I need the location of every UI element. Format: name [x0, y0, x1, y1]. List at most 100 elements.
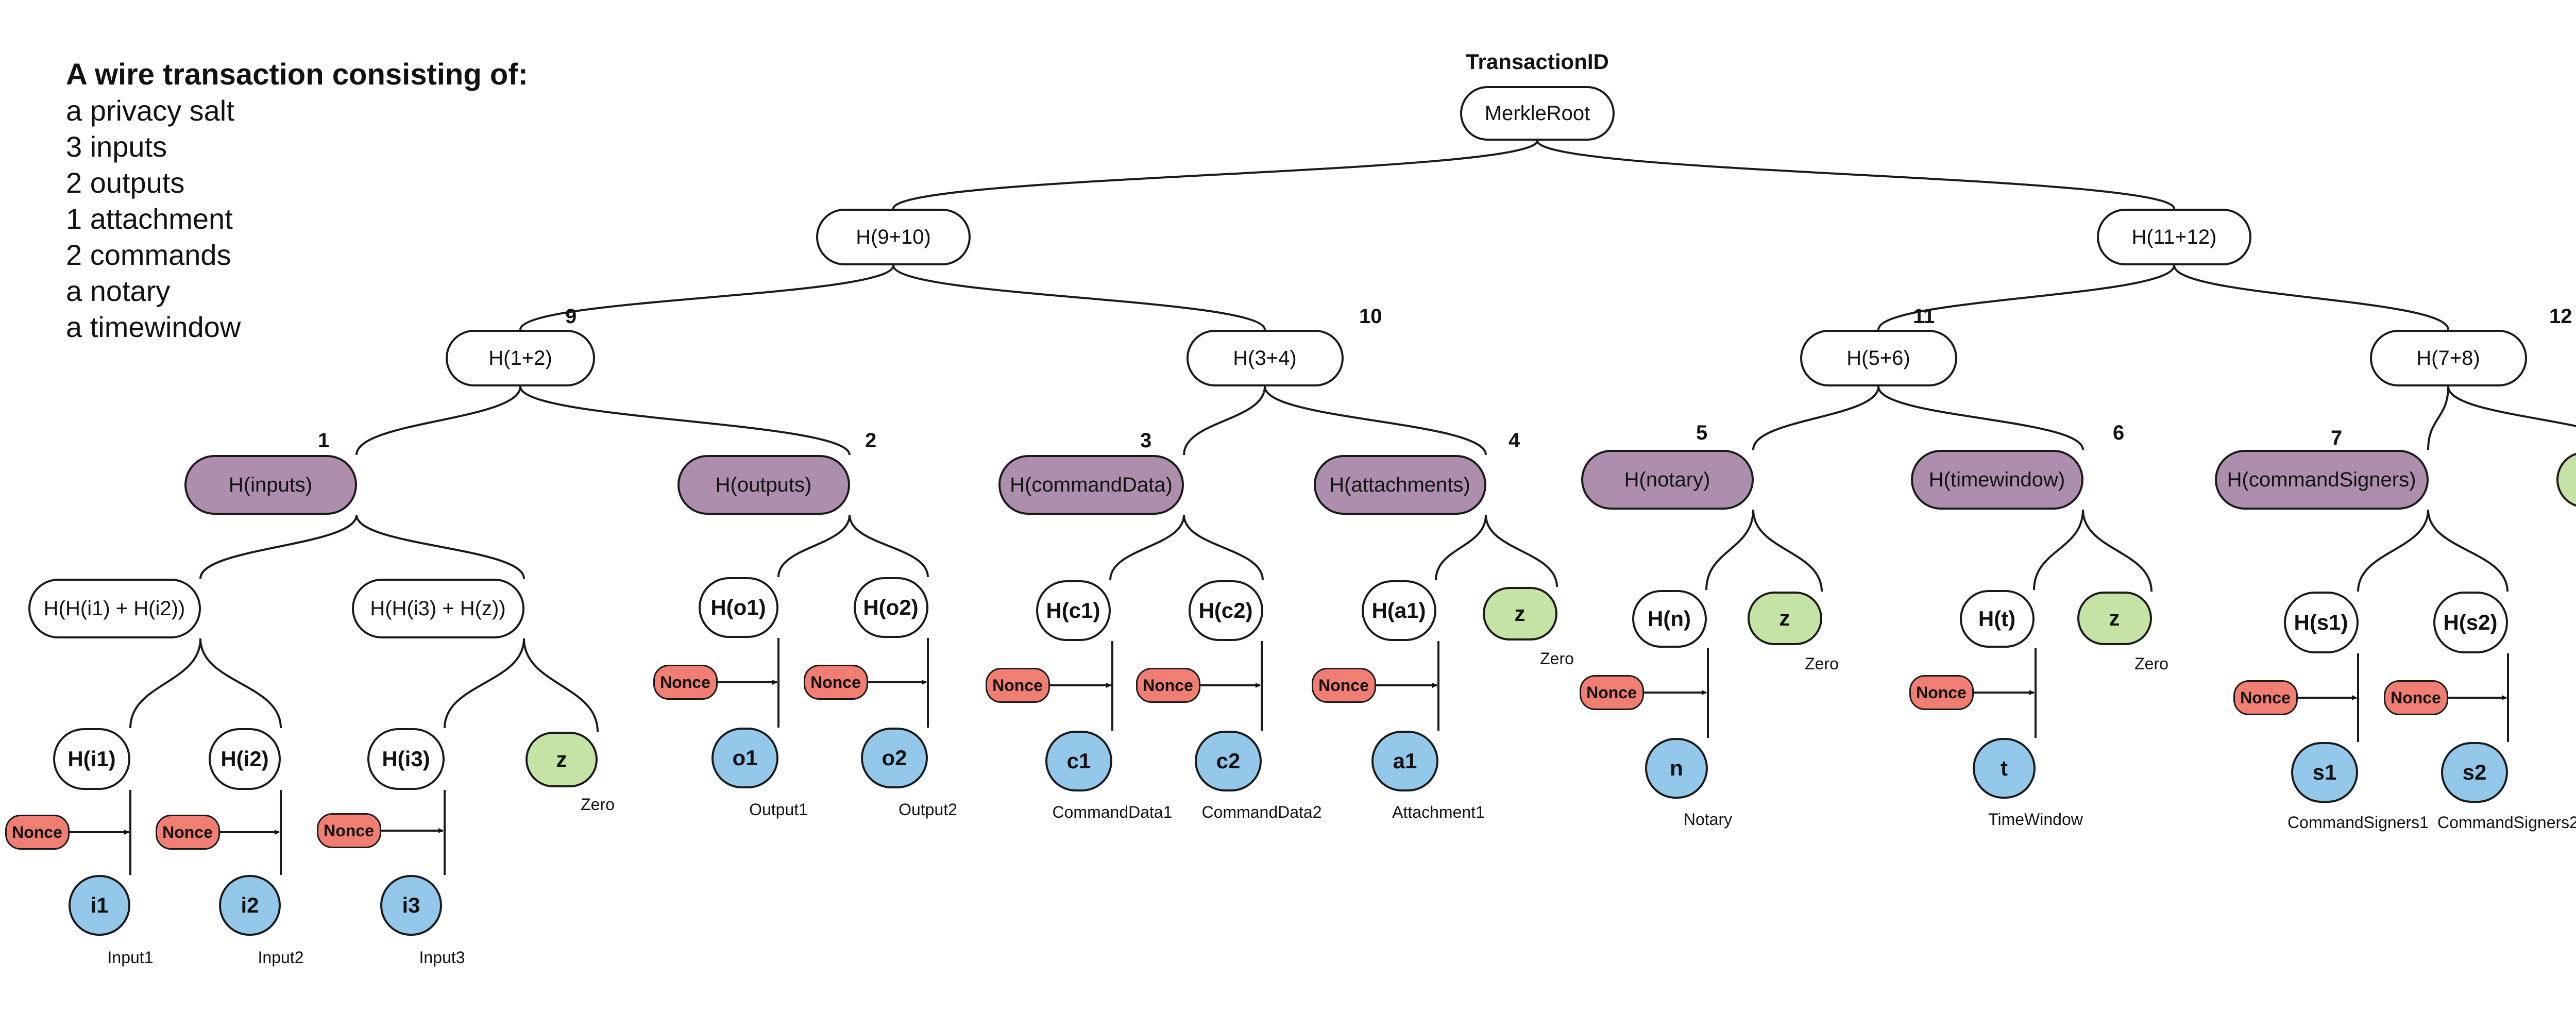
h-3-4-node: H(3+4)	[1186, 330, 1344, 386]
leaf-label-zero: Zero	[1805, 654, 1839, 673]
tree-edge	[777, 514, 851, 578]
h-s1-node: H(s1)	[2283, 592, 2359, 653]
nonce-box: Nonce	[155, 815, 220, 850]
leaf-label-input3: Input3	[419, 948, 465, 967]
h-n-node: H(n)	[1632, 590, 1707, 648]
description-item: 3 inputs	[66, 130, 167, 163]
h-inputs-node: H(inputs)	[184, 455, 357, 515]
leaf-label-notary: Notary	[1683, 810, 1733, 829]
nonce-box: Nonce	[1311, 668, 1376, 703]
h-c1-node: H(c1)	[1036, 580, 1111, 641]
tree-edge	[1877, 265, 2175, 330]
tree-edge	[199, 638, 282, 729]
merkle-root-node: MerkleRoot	[1460, 86, 1615, 141]
tree-edge	[519, 265, 894, 330]
i3-leaf-node: i3	[380, 875, 442, 936]
nonce-box: Nonce	[5, 815, 70, 850]
h-i3-z-node: H(H(i3) + H(z))	[351, 579, 524, 638]
t-leaf-node: t	[1973, 738, 2036, 799]
position-number-12: 12	[2549, 305, 2572, 328]
tree-edge	[444, 638, 525, 729]
position-number-10: 10	[1359, 305, 1382, 328]
tree-edge	[2173, 265, 2449, 330]
h-i2-node: H(i2)	[209, 728, 281, 790]
nonce-box: Nonce	[2383, 680, 2448, 715]
position-number-2: 2	[865, 429, 877, 452]
tree-edge	[892, 265, 1266, 330]
tree-edge	[2033, 509, 2084, 591]
leaf-label-zero: Zero	[2134, 654, 2168, 673]
a1-leaf-node: a1	[1371, 731, 1438, 791]
tree-edge	[129, 638, 201, 729]
leaf-label-time-window: TimeWindow	[1988, 810, 2083, 829]
tree-edge	[355, 514, 525, 579]
tree-edge	[1705, 509, 1754, 591]
tree-edge	[2357, 509, 2429, 592]
tree-edge	[1752, 509, 1823, 592]
h-7-8-node: H(7+8)	[2369, 330, 2527, 386]
h-i1-i2-node: H(H(i1) + H(i2))	[28, 579, 201, 638]
description-heading: A wire transaction consisting of:	[66, 58, 528, 91]
description-item: 2 commands	[66, 239, 231, 271]
tree-edge	[892, 140, 1538, 209]
tree-edge	[1435, 514, 1487, 581]
tree-edge	[199, 514, 358, 579]
position-number-6: 6	[2113, 422, 2125, 444]
tree-edge	[2427, 386, 2449, 450]
h-s2-node: H(s2)	[2433, 592, 2508, 653]
position-number-9: 9	[565, 305, 577, 328]
h-c2-node: H(c2)	[1188, 580, 1263, 641]
i2-leaf-node: i2	[219, 875, 281, 936]
s2-leaf-node: s2	[2441, 742, 2508, 803]
tree-edge	[1264, 386, 1487, 456]
nonce-box: Nonce	[316, 813, 381, 848]
leaf-label-output2: Output2	[899, 800, 957, 819]
h-attachments-node: H(attachments)	[1313, 455, 1486, 515]
zero-leaf-node: z	[1747, 592, 1822, 645]
tree-edge	[1752, 386, 1879, 450]
h-11-12-node: H(11+12)	[2097, 209, 2251, 265]
leaf-label-zero: Zero	[1540, 649, 1574, 668]
description-item: 2 outputs	[66, 166, 185, 199]
leaf-label-zero: Zero	[581, 795, 615, 814]
nonce-box: Nonce	[2233, 680, 2298, 715]
description-item: a timewindow	[66, 311, 241, 343]
tree-edge	[2447, 386, 2576, 427]
tree-edge	[2082, 509, 2153, 592]
c2-leaf-node: c2	[1195, 731, 1262, 791]
tree-edge	[355, 386, 521, 456]
h-a1-node: H(a1)	[1361, 580, 1436, 641]
o2-leaf-node: o2	[861, 728, 928, 788]
leaf-label-input2: Input2	[258, 948, 304, 967]
description-item: 1 attachment	[66, 203, 233, 235]
tree-edge	[1109, 514, 1185, 581]
c1-leaf-node: c1	[1045, 731, 1112, 791]
zero-leaf-node: z	[526, 732, 598, 787]
h-command-signers-node: H(commandSigners)	[2214, 450, 2429, 510]
description-item: a notary	[66, 275, 171, 307]
nonce-box: Nonce	[985, 668, 1050, 703]
h-o2-node: H(o2)	[853, 577, 928, 638]
h-notary-node: H(notary)	[1581, 450, 1754, 510]
position-number-3: 3	[1140, 429, 1152, 452]
h-outputs-node: H(outputs)	[677, 455, 850, 515]
h-o1-node: H(o1)	[698, 577, 778, 638]
h-i3-node: H(i3)	[367, 728, 445, 790]
position-number-5: 5	[1696, 422, 1708, 444]
leaf-label-command-data1: CommandData1	[1052, 803, 1173, 821]
position-number-1: 1	[318, 429, 330, 452]
tree-edge	[1877, 386, 2084, 450]
leaf-label-command-signers2: CommandSigners2	[2437, 813, 2576, 832]
leaf-label-input1: Input1	[107, 948, 154, 967]
description-block: A wire transaction consisting of: a priv…	[66, 57, 528, 345]
position-number-11: 11	[1913, 305, 1935, 328]
leaf-label-command-data2: CommandData2	[1201, 803, 1322, 821]
h-1-2-node: H(1+2)	[446, 330, 595, 386]
h-i1-node: H(i1)	[53, 728, 130, 790]
tree-edge	[1536, 140, 2175, 209]
o1-leaf-node: o1	[711, 728, 778, 788]
i1-leaf-node: i1	[69, 875, 130, 936]
h-t-node: H(t)	[1959, 590, 2035, 648]
